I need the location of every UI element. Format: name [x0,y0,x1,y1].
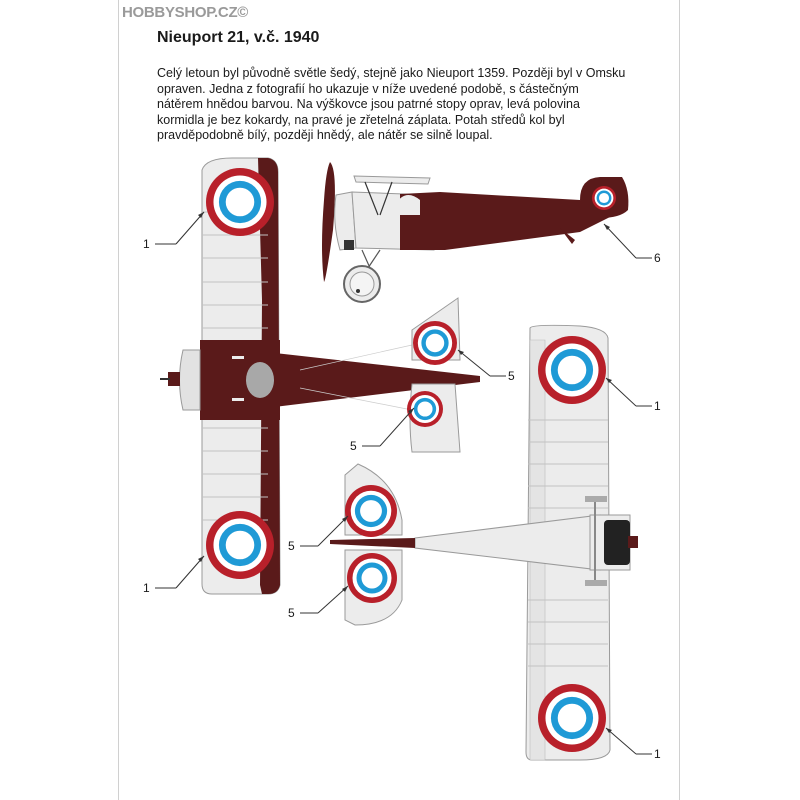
page-title: Nieuport 21, v.č. 1940 [157,29,320,46]
top-view-roundel-upper [206,168,274,236]
callout-arrowheads [198,212,612,733]
callout-number: 5 [288,606,295,620]
side-view-roundel [592,186,616,210]
side-view [322,162,629,303]
watermark-logo: HOBBYSHOP.CZ© [122,4,249,21]
bottom-view-roundel-lower [538,684,606,752]
description-text: Celý letoun byl původně světle šedý, ste… [157,66,626,142]
bottom-view-roundel-upper [538,336,606,404]
callout-number: 5 [350,439,357,453]
callout-number: 1 [143,237,150,251]
callout-number: 1 [654,747,661,761]
callout-number: 5 [508,369,515,383]
bottom-view [330,324,638,761]
top-view [160,157,480,595]
top-view-roundel-lower [206,511,274,579]
callout-number: 1 [143,581,150,595]
callout-number: 5 [288,539,295,553]
callout-number: 6 [654,251,661,265]
callout-lines [155,211,652,755]
callout-number: 1 [654,399,661,413]
